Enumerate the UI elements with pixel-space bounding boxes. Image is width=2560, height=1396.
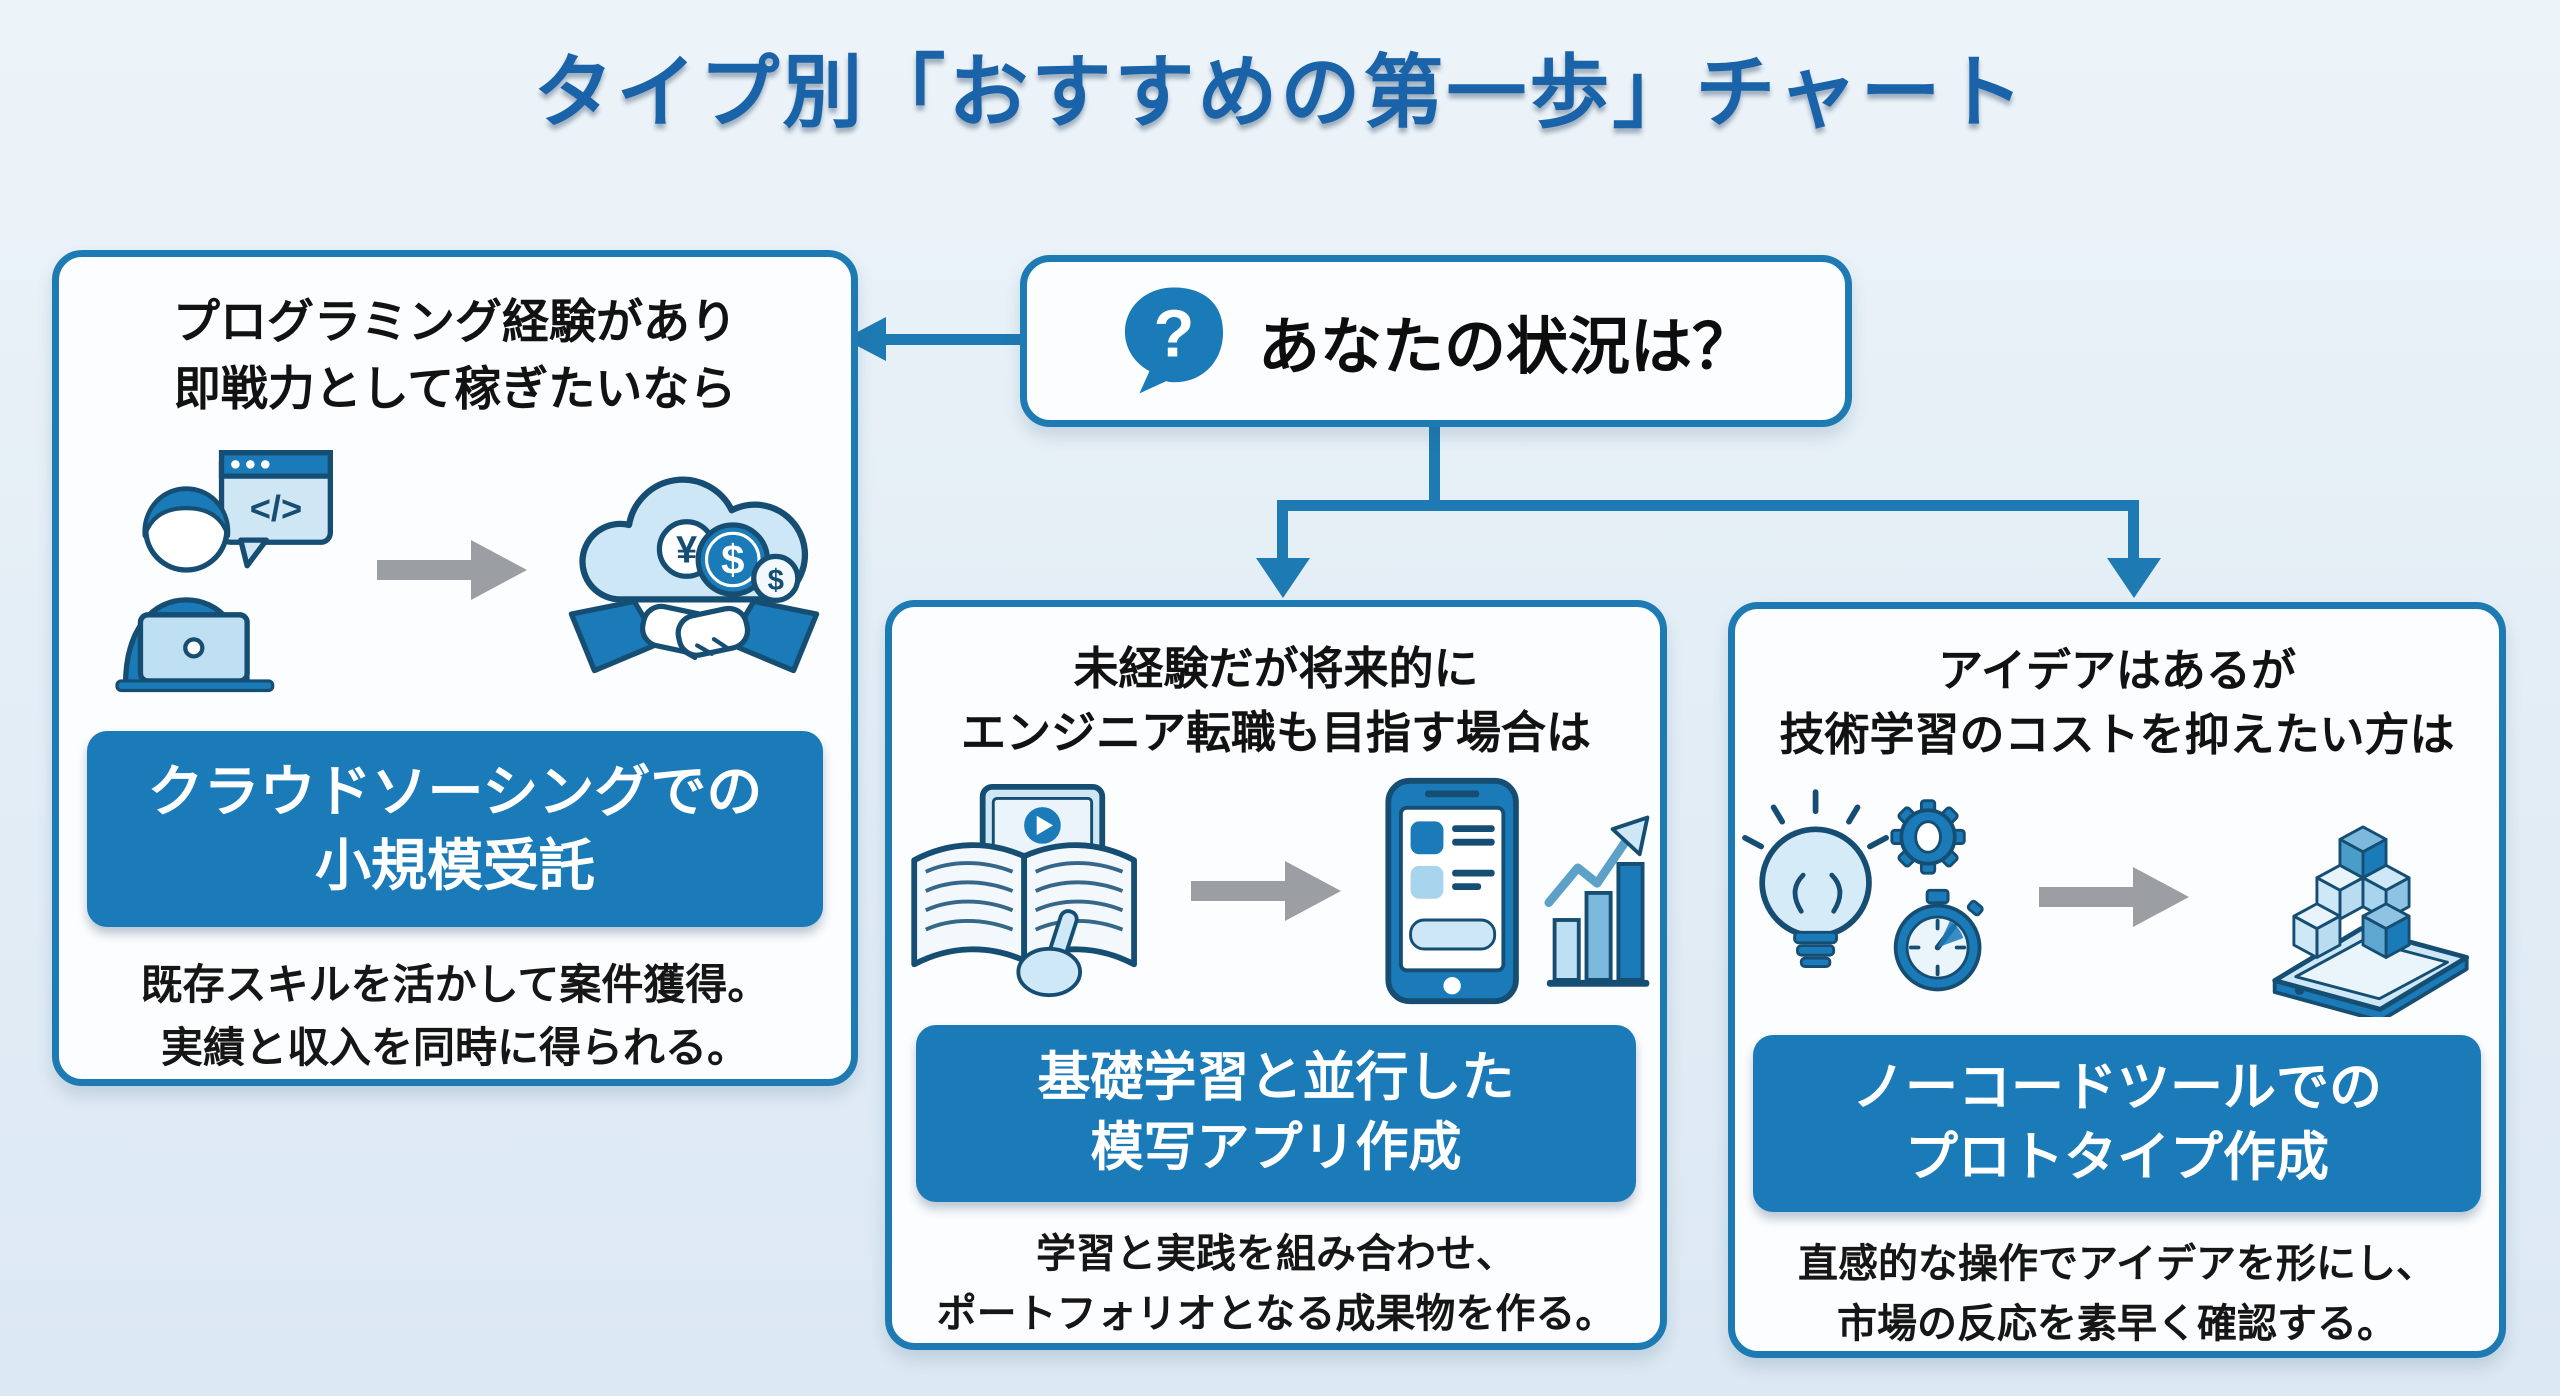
svg-text:$: $ bbox=[721, 536, 744, 583]
connector-branch bbox=[1277, 500, 2139, 511]
branch-box-nocode: アイデアはあるが 技術学習のコストを抑えたい方は bbox=[1728, 602, 2506, 1358]
stopwatch-icon bbox=[1893, 888, 1984, 992]
recommendation-banner: クラウドソーシングでの 小規模受託 bbox=[87, 731, 823, 927]
tablet-cubes-prototype-icon bbox=[2272, 825, 2470, 1017]
connector-stem bbox=[1429, 423, 1440, 507]
arrow-right-icon bbox=[1191, 860, 1341, 921]
svg-text:$: $ bbox=[768, 564, 784, 597]
condition-text: 未経験だが将来的に エンジニア転職も目指す場合は bbox=[960, 643, 1591, 758]
cloud-money-handshake-icon: ¥ $ $ bbox=[568, 476, 820, 674]
recommendation-banner: ノーコードツールでの プロトタイプ作成 bbox=[1753, 1034, 2481, 1212]
description-text: 学習と実践を組み合わせ、 ポートフォリオとなる成果物を作る。 bbox=[936, 1231, 1616, 1336]
developer-laptop-code-icon: </> bbox=[115, 449, 333, 692]
question-text: あなたの状況は？ bbox=[1257, 313, 1754, 382]
description-text: 既存スキルを活かして案件獲得。 実績と収入を同時に得られる。 bbox=[140, 961, 770, 1071]
recommendation-banner: 基礎学習と並行した 模写アプリ作成 bbox=[916, 1024, 1636, 1202]
arrow-down-left-shaft bbox=[1277, 500, 1288, 562]
svg-text:</>: </> bbox=[250, 488, 302, 529]
svg-text:?: ? bbox=[1154, 297, 1195, 372]
condition-text: プログラミング経験があり 即戦力として稼ぎたいなら bbox=[173, 295, 737, 415]
idea-gear-stopwatch-icon bbox=[1742, 789, 1984, 992]
icons-row bbox=[893, 775, 1659, 1007]
description-text: 直感的な操作でアイデアを形にし、 市場の反応を素早く確認する。 bbox=[1798, 1241, 2436, 1346]
phone-app-chart-icon bbox=[1385, 777, 1650, 1004]
svg-text:¥: ¥ bbox=[676, 528, 697, 570]
branch-box-copy-app: 未経験だが将来的に エンジニア転職も目指す場合は bbox=[885, 600, 1667, 1350]
arrow-down-left-icon bbox=[1256, 558, 1310, 598]
page-title: タイプ別「おすすめの第一歩」チャート bbox=[533, 48, 2027, 137]
gear-icon bbox=[1890, 799, 1966, 875]
arrow-down-right-icon bbox=[2107, 558, 2161, 598]
branch-box-crowdsourcing: プログラミング経験があり 即戦力として稼ぎたいなら </> bbox=[52, 250, 858, 1086]
condition-text: アイデアはあるが 技術学習のコストを抑えたい方は bbox=[1779, 645, 2455, 760]
question-bubble-icon: ? bbox=[1124, 287, 1224, 394]
icons-row bbox=[1725, 777, 2509, 1017]
arrow-right-icon bbox=[2039, 866, 2189, 927]
icons-row: </> ¥ $ $ bbox=[85, 434, 825, 705]
arrow-right-icon bbox=[377, 539, 527, 600]
arrow-left-shaft bbox=[884, 334, 1024, 345]
question-box: ? あなたの状況は？ bbox=[1020, 255, 1852, 427]
arrow-down-right-shaft bbox=[2128, 500, 2139, 562]
book-video-learning-icon bbox=[911, 783, 1137, 997]
